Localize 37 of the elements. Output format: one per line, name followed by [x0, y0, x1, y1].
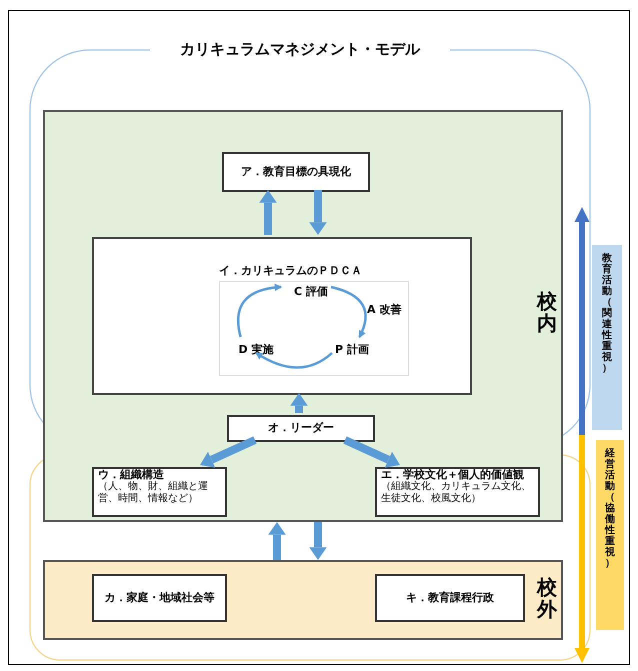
label-box — [375, 574, 525, 622]
cycle-arrow — [255, 352, 333, 369]
vertical-label: 教育活動（関連性重視） — [602, 253, 612, 376]
box-label: P 計画 — [335, 342, 369, 358]
box-note: （組織文化、カリキュラム文化、生徒文化、校風文化） — [381, 481, 532, 505]
cycle-arrow — [236, 284, 282, 338]
box-label: カ．家庭・地域社会等 — [104, 590, 214, 606]
box-label: C 評価 — [294, 284, 328, 300]
box-label: キ．教育課程行政 — [406, 590, 494, 606]
box-label: オ．リーダー — [268, 420, 334, 436]
box-heading: エ．学校文化＋個人的価値観 — [381, 469, 525, 481]
block-arrow — [268, 522, 286, 560]
region-label: 校外 — [537, 576, 557, 620]
text-box — [375, 467, 540, 517]
block-arrow — [343, 436, 400, 468]
vertical-label: 経営活動（協働性重視） — [605, 448, 615, 571]
region-label: 校内 — [537, 290, 557, 334]
block-arrow — [309, 522, 327, 560]
school-interior-panel — [43, 110, 563, 522]
block-arrow — [200, 436, 257, 468]
block-arrow — [259, 190, 277, 235]
box-heading: イ．カリキュラムのＰＤＣＡ — [219, 263, 362, 279]
label-box — [227, 415, 375, 442]
block-arrow — [309, 190, 327, 235]
box-label: ア．教育目標の具現化 — [241, 164, 351, 180]
block-arrow — [290, 393, 308, 413]
label-box — [92, 574, 227, 622]
box-heading: ウ．組織構造 — [98, 469, 165, 481]
text-box — [92, 467, 227, 517]
cycle-frame — [219, 281, 409, 376]
cycle-arrow — [330, 286, 367, 338]
process-box — [92, 237, 472, 395]
side-band — [592, 245, 622, 430]
side-band — [596, 440, 624, 630]
label-box — [222, 152, 370, 192]
box-note: （人、物、財、組織と運営、時間、情報など） — [98, 481, 209, 505]
school-exterior-panel — [43, 560, 563, 640]
